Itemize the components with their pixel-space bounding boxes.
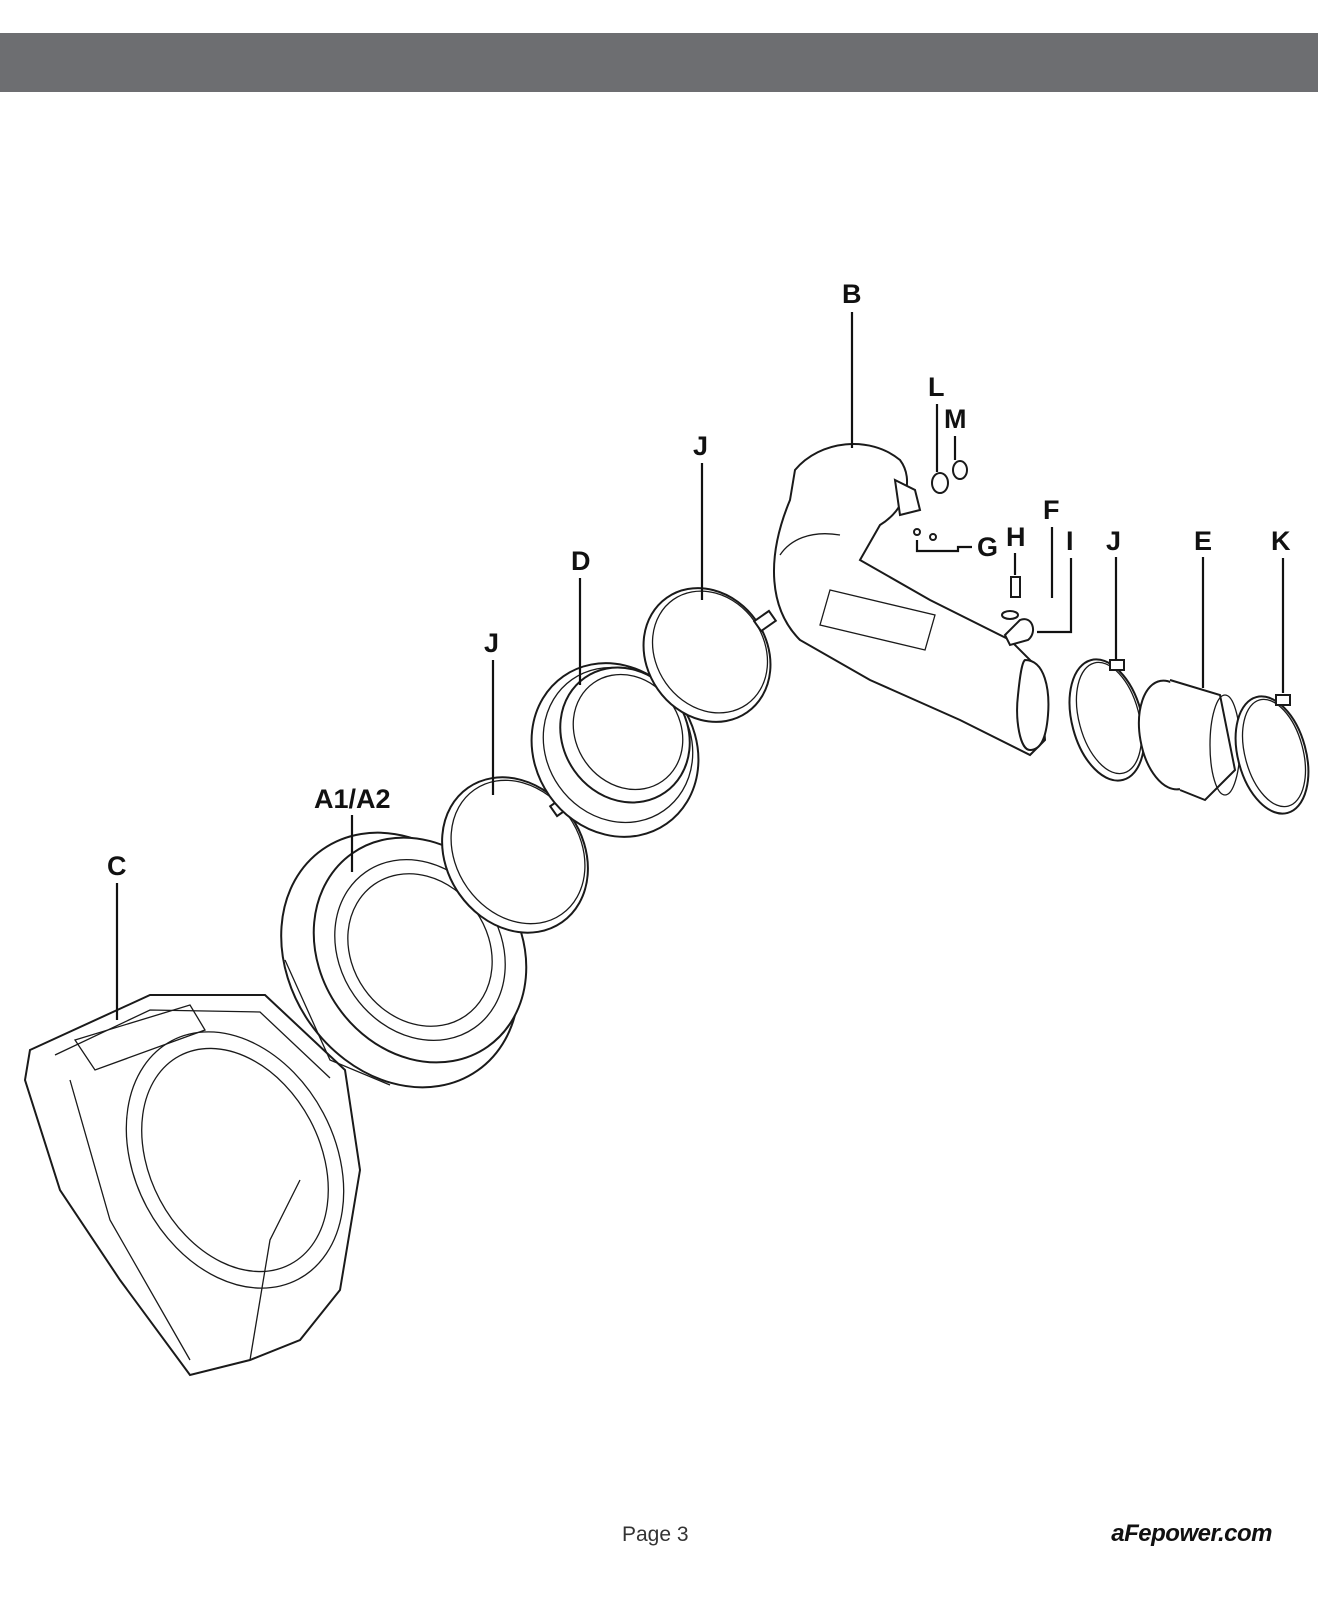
leader-line-i	[1037, 558, 1073, 634]
callout-label-k: K	[1271, 526, 1291, 556]
callout-label-e: E	[1194, 526, 1212, 556]
callout-label-m: M	[944, 404, 967, 434]
hose-clamp-part	[1234, 694, 1310, 815]
callout-label-j: J	[693, 431, 708, 461]
callout-label-j: J	[484, 628, 499, 658]
reducer-coupler-part	[1137, 679, 1241, 802]
callout-label-h: H	[1006, 522, 1026, 552]
callout-label-a1a2: A1/A2	[314, 784, 391, 814]
bolt-washer-clip-part	[1001, 576, 1035, 647]
leader-line-g	[915, 540, 972, 553]
callout-label-c: C	[107, 851, 127, 881]
callout-label-i: I	[1066, 526, 1074, 556]
callout-label-j: J	[1106, 526, 1121, 556]
header-bar	[0, 33, 1318, 92]
brand-website-link[interactable]: aFepower.com	[1111, 1520, 1272, 1547]
hose-clamp-part	[1068, 658, 1146, 782]
callout-label-g: G	[977, 532, 998, 562]
callout-label-f: F	[1043, 495, 1060, 525]
intake-tube-part	[773, 443, 1050, 757]
callout-label-l: L	[928, 372, 945, 402]
airbox-housing-part	[23, 994, 362, 1377]
air-filter-part	[280, 831, 528, 1089]
page-number: Page 3	[622, 1523, 689, 1546]
fitting-part	[931, 460, 968, 494]
callout-label-d: D	[571, 546, 591, 576]
screw-part	[913, 528, 937, 541]
coupler-part	[530, 662, 700, 838]
callout-label-b: B	[842, 279, 862, 309]
hose-clamp-part	[642, 587, 778, 723]
